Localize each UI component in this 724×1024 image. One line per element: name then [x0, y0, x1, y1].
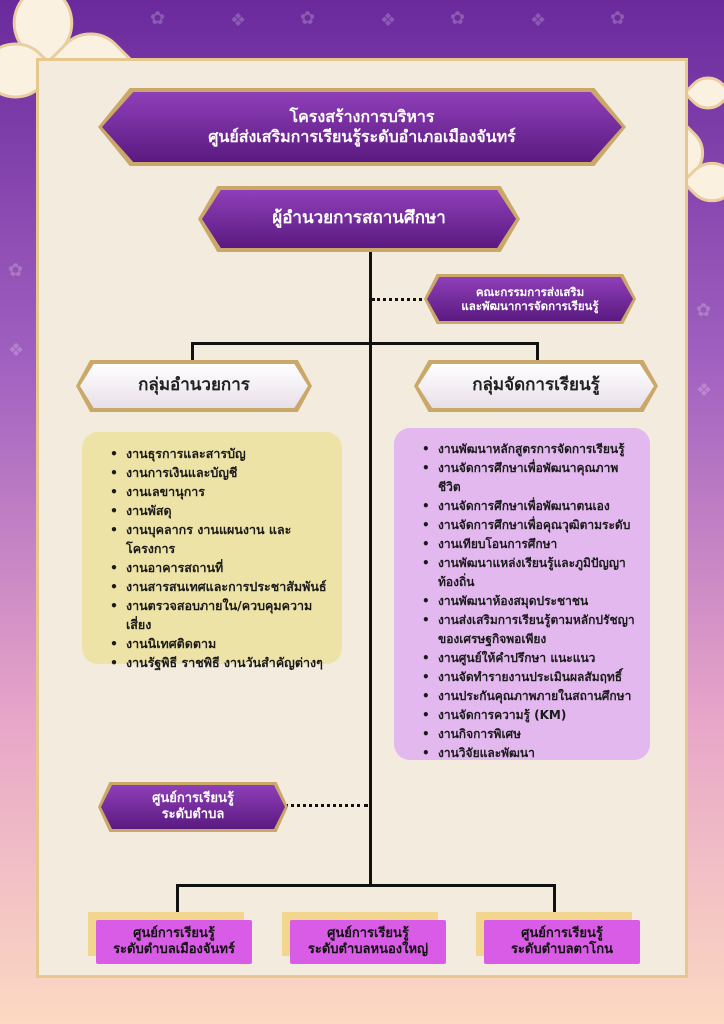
list-item: งานประกันคุณภาพภายในสถานศึกษา	[422, 687, 640, 706]
ornament-icon: ✿	[300, 8, 316, 29]
list-item: งานวิจัยและพัฒนา	[422, 744, 640, 763]
center-3-line-1: ศูนย์การเรียนรู้	[521, 926, 603, 942]
ornament-icon: ❖	[8, 340, 25, 361]
list-item: งานเทียบโอนการศึกษา	[422, 535, 640, 554]
admin-duties-list: งานธุรการและสารบัญงานการเงินและบัญชีงานเ…	[82, 432, 342, 672]
ornament-icon: ✿	[610, 8, 626, 29]
center-1-line-1: ศูนย์การเรียนรู้	[133, 926, 215, 942]
admin-drop	[191, 342, 194, 362]
center-connector	[176, 884, 556, 887]
ornament-icon: ❖	[696, 380, 713, 401]
title-line-1: โครงสร้างการบริหาร	[289, 107, 435, 126]
list-item: งานศูนย์ให้คำปรึกษา แนะแนว	[422, 649, 640, 668]
list-item: งานนิเทศติดตาม	[110, 634, 332, 653]
center-3-line-2: ระดับตำบลตาโกน	[510, 942, 614, 957]
list-item: งานสารสนเทศและการประชาสัมพันธ์	[110, 577, 332, 596]
list-item: งานจัดการศึกษาเพื่อพัฒนาตนเอง	[422, 497, 640, 516]
committee-line-1: คณะกรรมการส่งเสริม	[475, 284, 585, 299]
list-item: งานการเงินและบัญชี	[110, 463, 332, 482]
center-1-line-2: ระดับตำบลเมืองจันทร์	[113, 942, 235, 957]
committee-connector	[372, 298, 422, 301]
main-connector	[369, 252, 372, 884]
subdistrict-center-node: ศูนย์การเรียนรู้ ระดับตำบล	[98, 782, 288, 832]
list-item: งานพัฒนาแหล่งเรียนรู้และภูมิปัญญาท้องถิ่…	[422, 554, 640, 592]
list-item: งานอาคารสถานที่	[110, 558, 332, 577]
committee-line-2: และพัฒนาการจัดการเรียนรู้	[461, 299, 599, 313]
list-item: งานพัฒนาหลักสูตรการจัดการเรียนรู้	[422, 440, 640, 459]
center-2-line-2: ระดับตำบลหนองใหญ่	[307, 942, 429, 957]
ornament-icon: ❖	[380, 10, 397, 31]
list-item: งานเลขานุการ	[110, 482, 332, 501]
list-item: งานรัฐพิธี ราชพิธี งานวันสำคัญต่างๆ	[110, 653, 332, 672]
center-2-line-1: ศูนย์การเรียนรู้	[327, 926, 409, 942]
list-item: งานธุรการและสารบัญ	[110, 444, 332, 463]
subdistrict-line-2: ระดับตำบล	[161, 807, 225, 822]
ornament-icon: ✿	[450, 8, 466, 29]
center-node-3: ศูนย์การเรียนรู้ ระดับตำบลตาโกน	[484, 920, 640, 964]
center-node-1: ศูนย์การเรียนรู้ ระดับตำบลเมืองจันทร์	[96, 920, 252, 964]
director-label: ผู้อำนวยการสถานศึกษา	[272, 208, 446, 229]
subdistrict-line-1: ศูนย์การเรียนรู้	[152, 790, 234, 806]
committee-node: คณะกรรมการส่งเสริม และพัฒนาการจัดการเรีย…	[424, 274, 636, 324]
learning-group-header: กลุ่มจัดการเรียนรู้	[414, 360, 658, 412]
center-node-2: ศูนย์การเรียนรู้ ระดับตำบลหนองใหญ่	[290, 920, 446, 964]
ornament-icon: ✿	[8, 260, 24, 281]
ornament-icon: ❖	[230, 10, 247, 31]
ornament-icon: ✿	[696, 300, 712, 321]
list-item: งานจัดการความรู้ (KM)	[422, 706, 640, 725]
group-connector	[191, 342, 539, 345]
center-drop-1	[176, 884, 179, 924]
list-item: งานตรวจสอบภายใน/ควบคุมความเสี่ยง	[110, 596, 332, 634]
list-item: งานบุคลากร งานแผนงาน และโครงการ	[110, 520, 332, 558]
list-item: งานส่งเสริมการเรียนรู้ตามหลักปรัชญาของเศ…	[422, 611, 640, 649]
admin-group-header: กลุ่มอำนวยการ	[76, 360, 312, 412]
learning-duties-list: งานพัฒนาหลักสูตรการจัดการเรียนรู้งานจัดก…	[394, 428, 650, 763]
director-node: ผู้อำนวยการสถานศึกษา	[198, 186, 520, 252]
ornament-icon: ❖	[530, 10, 547, 31]
admin-group-title: กลุ่มอำนวยการ	[138, 375, 250, 396]
learning-drop	[536, 342, 539, 362]
list-item: งานจัดการศึกษาเพื่อพัฒนาคุณภาพชีวิต	[422, 459, 640, 497]
flower-petal-icon	[682, 67, 724, 119]
subdistrict-connector	[272, 804, 368, 807]
center-drop-3	[553, 884, 556, 924]
list-item: งานพัสดุ	[110, 501, 332, 520]
list-item: งานพัฒนาห้องสมุดประชาชน	[422, 592, 640, 611]
org-chart-title: โครงสร้างการบริหาร ศูนย์ส่งเสริมการเรียน…	[98, 88, 626, 166]
learning-group-title: กลุ่มจัดการเรียนรู้	[472, 375, 600, 396]
ornament-icon: ✿	[150, 8, 166, 29]
list-item: งานกิจการพิเศษ	[422, 725, 640, 744]
list-item: งานจัดการศึกษาเพื่อคุณวุฒิตามระดับ	[422, 516, 640, 535]
list-item: งานจัดทำรายงานประเมินผลสัมฤทธิ์	[422, 668, 640, 687]
title-line-2: ศูนย์ส่งเสริมการเรียนรู้ระดับอำเภอเมืองจ…	[208, 127, 516, 146]
